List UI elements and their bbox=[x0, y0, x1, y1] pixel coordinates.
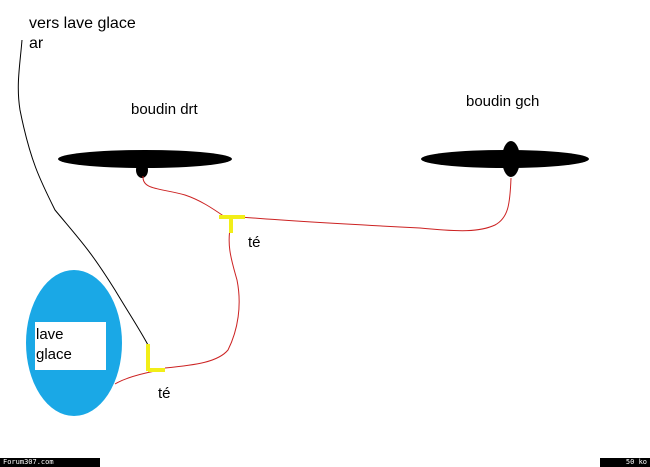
red-hose-right-nozzle bbox=[142, 175, 226, 218]
left-hose-label: boudin gch bbox=[466, 93, 540, 110]
rear-washer-note-line1: vers lave glace bbox=[29, 15, 136, 32]
red-hose-link bbox=[240, 177, 512, 232]
washer-label-box: lave glace bbox=[35, 322, 106, 370]
rear-washer-hose bbox=[17, 39, 149, 346]
red-hose-tee-to-tee bbox=[164, 223, 240, 369]
red-hose-washer bbox=[114, 370, 156, 385]
footer-site-watermark: Forum307.com bbox=[0, 458, 100, 467]
washer-label-line1: lave bbox=[36, 326, 64, 343]
left-nozzle-bulb bbox=[502, 141, 520, 177]
tee-lower bbox=[146, 344, 165, 372]
right-nozzle-bulb bbox=[136, 162, 148, 178]
rear-washer-note: vers lave glace ar bbox=[29, 14, 159, 54]
footer-file-size: 50 ko bbox=[600, 458, 650, 467]
rear-washer-note-line2: ar bbox=[29, 35, 44, 52]
washer-label-line2: glace bbox=[36, 346, 72, 363]
right-hose-label: boudin drt bbox=[131, 101, 198, 118]
tee-upper bbox=[219, 215, 245, 233]
right-nozzle bbox=[58, 150, 232, 168]
tee-upper-label: té bbox=[248, 234, 261, 251]
tee-lower-label: té bbox=[158, 385, 171, 402]
